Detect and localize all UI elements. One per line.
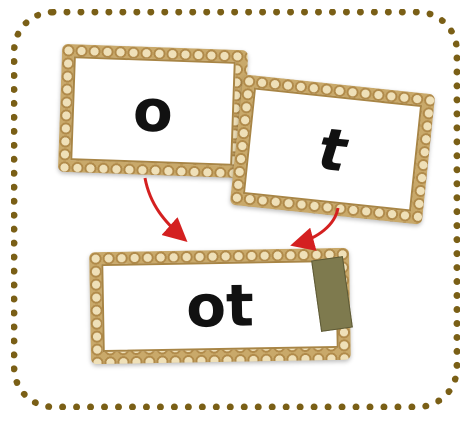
letter-card-t: t	[229, 74, 436, 225]
letter-card-text: t	[242, 87, 423, 212]
letter-card-o: o	[57, 43, 249, 179]
letter-card-text: o	[70, 56, 236, 166]
dotted-frame	[11, 9, 460, 410]
word-card-text: ot	[101, 259, 339, 353]
